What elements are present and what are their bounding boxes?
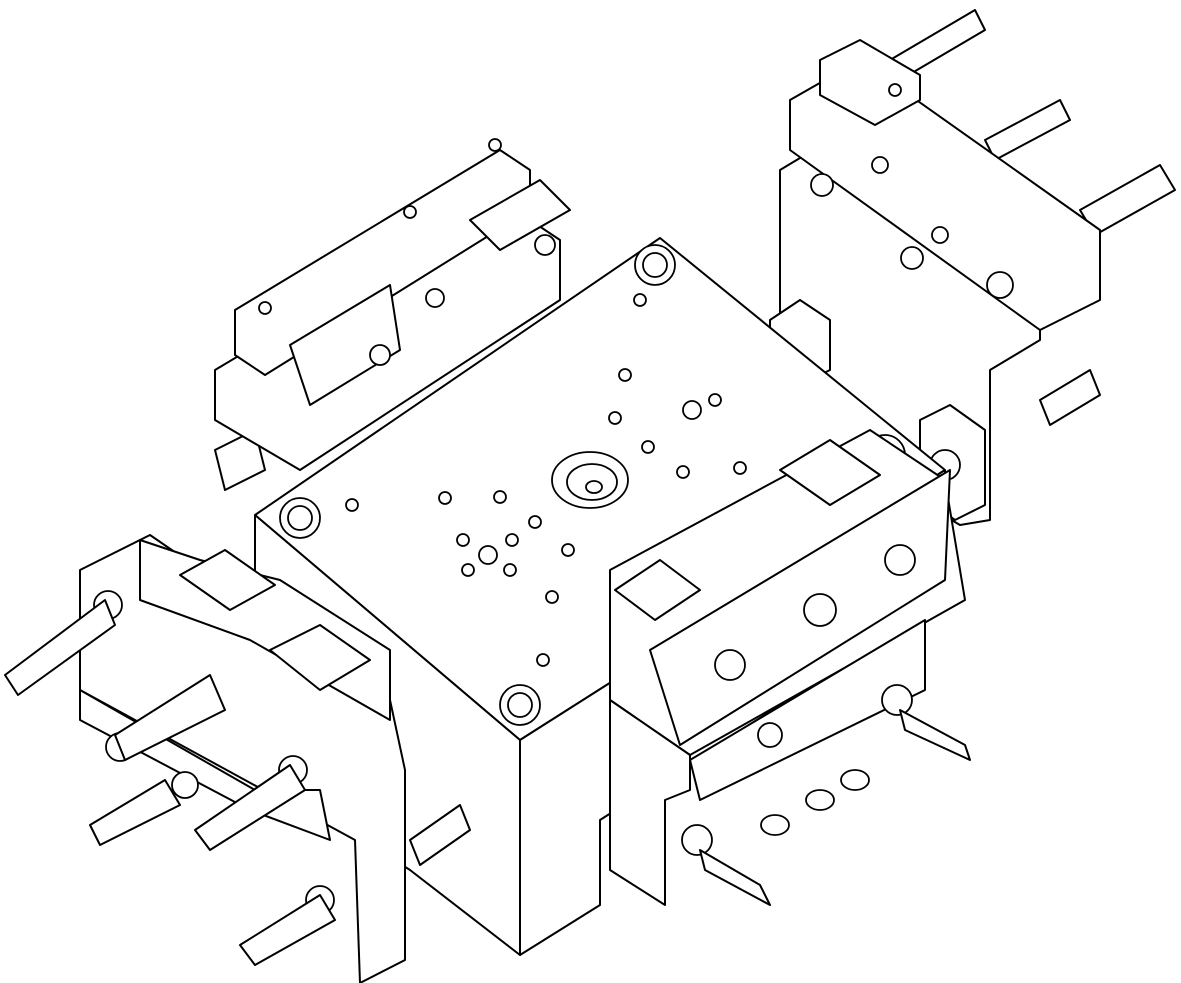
rod bbox=[900, 710, 970, 760]
rod bbox=[90, 780, 180, 845]
sprue-bushing bbox=[552, 452, 628, 508]
water-fittings bbox=[761, 770, 869, 835]
rod bbox=[240, 895, 335, 965]
rod bbox=[700, 850, 770, 905]
